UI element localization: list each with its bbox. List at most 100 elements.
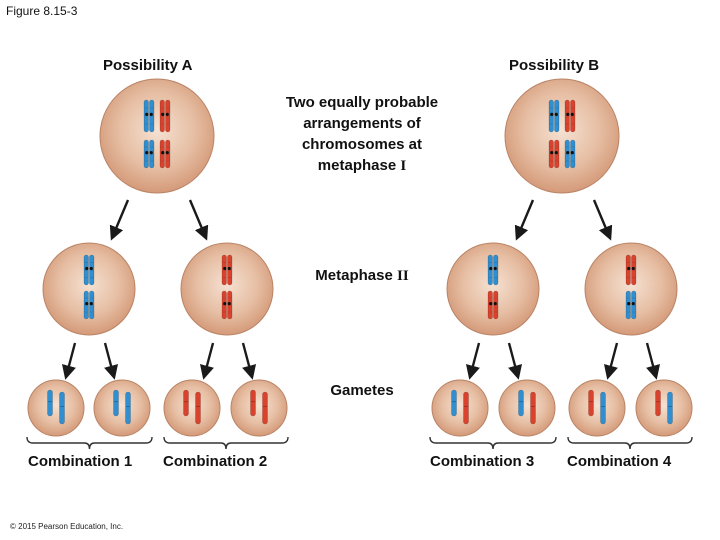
cell-membrane: [584, 242, 678, 336]
cell-membrane: [446, 242, 540, 336]
combination-4-label: Combination 4: [567, 453, 672, 470]
combination-3-label: Combination 3: [430, 453, 535, 470]
division-arrow: [109, 199, 130, 241]
gamete-chromosome: [125, 391, 131, 425]
centromere: [627, 266, 631, 271]
gamete-chromosome: [183, 389, 189, 417]
metaphase-1-cell: [99, 78, 215, 194]
gamete-cell: [568, 379, 626, 437]
cell-membrane: [42, 242, 136, 336]
figure-label: Figure 8.15-3: [6, 4, 78, 18]
gamete-cell: [27, 379, 85, 437]
possibility-a-label: Possibility A: [103, 57, 193, 74]
caption-text: metaphase: [317, 157, 401, 174]
centromere: [493, 302, 497, 306]
gamete-chromosome: [667, 391, 673, 425]
centromere: [149, 112, 153, 116]
metaphase-1-caption: Two equally probable arrangements of chr…: [262, 92, 462, 177]
centromere: [89, 266, 93, 271]
centromere: [627, 302, 631, 306]
chromatid: [570, 99, 576, 133]
centromere: [85, 266, 89, 271]
division-arrow: [507, 342, 523, 380]
centromere: [554, 112, 558, 116]
centromere: [566, 112, 570, 116]
chromatid: [159, 99, 165, 133]
possibility-b-label: Possibility B: [509, 57, 600, 74]
gamete-chromosome: [463, 391, 469, 425]
combination-bracket: [429, 436, 557, 450]
cell-membrane: [431, 379, 489, 437]
cell-membrane: [568, 379, 626, 437]
division-arrow: [645, 342, 661, 380]
centromere: [149, 151, 153, 155]
centromere: [223, 266, 227, 271]
chromatid: [149, 99, 155, 133]
gamete-cell: [431, 379, 489, 437]
division-arrow: [603, 342, 619, 380]
centromere: [570, 151, 574, 155]
cell-membrane: [504, 78, 620, 194]
division-arrow: [103, 342, 119, 380]
gamete-cell: [93, 379, 151, 437]
gamete-chromosome: [113, 389, 119, 417]
centromere: [554, 151, 558, 155]
caption-line: chromosomes at: [301, 136, 423, 153]
centromere: [566, 151, 570, 155]
cell-membrane: [93, 379, 151, 437]
gametes-caption: Gametes: [330, 382, 394, 399]
gamete-chromosome: [59, 391, 65, 425]
centromere: [165, 151, 169, 155]
division-arrow: [199, 342, 215, 380]
cell-membrane: [635, 379, 693, 437]
centromere: [161, 151, 165, 155]
chromatid: [548, 99, 554, 133]
centromere: [493, 266, 497, 271]
roman-numeral: II: [397, 268, 409, 284]
division-arrow: [241, 342, 257, 380]
division-arrow: [514, 199, 535, 241]
centromere: [550, 112, 554, 116]
centromere: [161, 112, 165, 116]
division-arrow: [188, 199, 209, 241]
cell-membrane: [180, 242, 274, 336]
metaphase-2-cell: [584, 242, 678, 336]
division-arrow: [592, 199, 613, 241]
division-arrow: [465, 342, 481, 380]
cell-membrane: [27, 379, 85, 437]
metaphase-2-cell: [42, 242, 136, 336]
metaphase-1-cell: [504, 78, 620, 194]
centromere: [570, 112, 574, 116]
centromere: [631, 302, 635, 306]
gamete-chromosome: [530, 391, 536, 425]
centromere: [489, 302, 493, 306]
centromere: [223, 302, 227, 306]
cell-membrane: [163, 379, 221, 437]
gamete-chromosome: [262, 391, 268, 425]
centromere: [631, 266, 635, 271]
gamete-chromosome: [451, 389, 457, 417]
gamete-chromosome: [600, 391, 606, 425]
centromere: [227, 266, 231, 271]
roman-numeral: I: [400, 158, 407, 174]
combination-brackets: [26, 436, 693, 450]
combination-bracket: [567, 436, 693, 450]
caption-text: Metaphase: [315, 267, 397, 284]
caption-line: Two equally probable: [285, 94, 439, 111]
centromere: [85, 302, 89, 306]
centromere: [145, 151, 149, 155]
combination-bracket: [163, 436, 289, 450]
division-arrow: [61, 342, 77, 380]
cell-membrane: [498, 379, 556, 437]
chromatid: [564, 99, 570, 133]
gamete-chromosome: [588, 389, 594, 417]
gamete-cell: [635, 379, 693, 437]
metaphase-2-cell: [446, 242, 540, 336]
centromere: [89, 302, 93, 306]
copyright-notice: © 2015 Pearson Education, Inc.: [10, 522, 124, 531]
centromere: [227, 302, 231, 306]
metaphase-2-cell: [180, 242, 274, 336]
combination-1-label: Combination 1: [28, 453, 133, 470]
centromere: [145, 112, 149, 116]
